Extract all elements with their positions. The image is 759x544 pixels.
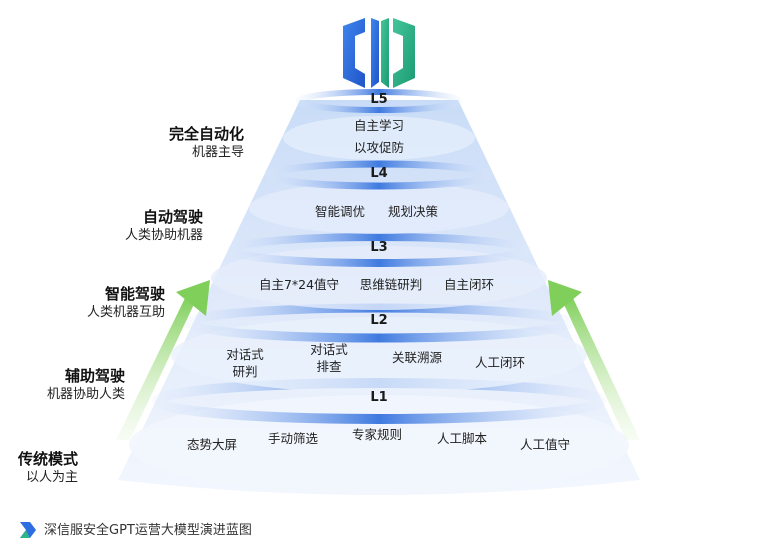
level-name: 智能驾驶 [104, 285, 165, 303]
tier-l2-item: 关联溯源 [391, 350, 443, 365]
tier-l4-band [249, 182, 509, 234]
tier-bands [129, 89, 629, 495]
tier-l5-item: 以攻促防 [353, 140, 405, 155]
caption-text: 深信服安全GPT运营大模型演进蓝图 [44, 522, 252, 538]
badge-l2: L2 [370, 313, 388, 328]
level-desc: 机器主导 [191, 145, 244, 160]
left-up-arrow-icon [116, 280, 210, 440]
tier-l3-item: 自主7*24值守 [258, 277, 340, 292]
level-label-l5: 完全自动化 机器主导 [4, 124, 244, 162]
badge-l3: L3 [370, 240, 388, 255]
level-name: 辅助驾驶 [64, 367, 125, 385]
tier-l1-item: 人工脚本 [436, 431, 488, 446]
level-desc: 人类协助机器 [124, 228, 203, 243]
level-name: 自动驾驶 [142, 208, 203, 226]
tier-l4-item: 规划决策 [387, 204, 439, 219]
badge-l1: L1 [370, 390, 388, 405]
badge-l4: L4 [370, 166, 388, 181]
right-up-arrow-icon [548, 280, 640, 440]
tier-l5-band [283, 116, 475, 160]
tier-l1-item: 态势大屏 [186, 437, 238, 452]
level-label-l2: 辅助驾驶 机器协助人类 [0, 366, 125, 404]
level-name: 传统模式 [17, 450, 78, 468]
chevron-logo-icon [20, 522, 36, 538]
tier-l4-item: 智能调优 [314, 204, 366, 219]
level-label-l3: 智能驾驶 人类机器互助 [0, 284, 165, 322]
level-desc: 人类机器互助 [86, 305, 165, 320]
tier-l5-ring [296, 89, 462, 113]
tier-l2-item: 对话式 排查 [310, 342, 348, 374]
level-desc: 以人为主 [25, 470, 78, 485]
caption-spacer [18, 518, 38, 538]
tier-l1-item: 手动筛选 [267, 431, 319, 446]
tier-l3-item: 自主闭环 [443, 277, 495, 292]
tier-l1-item: 人工值守 [519, 437, 571, 452]
level-name: 完全自动化 [168, 125, 244, 143]
cube-logo-icon [343, 18, 415, 88]
tier-l2-item: 对话式 研判 [226, 347, 264, 379]
tier-l2-item: 人工闭环 [474, 355, 526, 370]
level-label-l4: 自动驾驶 人类协助机器 [0, 207, 203, 245]
figure-caption: 深信服安全GPT运营大模型演进蓝图 [18, 518, 252, 538]
tier-l3-item: 思维链研判 [359, 277, 423, 292]
tier-l5-item: 自主学习 [353, 118, 405, 133]
tier-l3-ring [227, 233, 531, 267]
badge-l5: L5 [370, 92, 388, 107]
tier-l1-item: 专家规则 [351, 427, 403, 442]
level-label-l1: 传统模式 以人为主 [0, 449, 78, 487]
level-desc: 机器协助人类 [46, 387, 125, 402]
tier-l4-ring [265, 160, 493, 190]
